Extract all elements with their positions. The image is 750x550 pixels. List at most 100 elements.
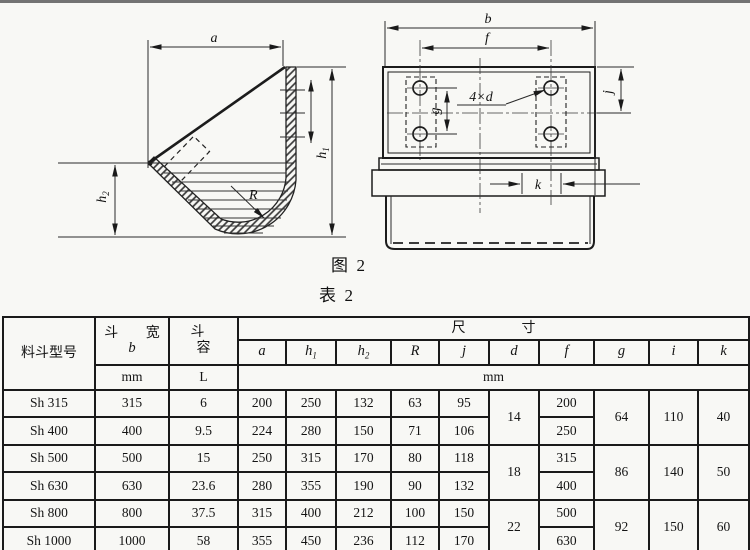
cell-i-merged: 150 — [648, 499, 699, 550]
col-header-k: k — [696, 339, 750, 366]
table-row: Sh 800 800 37.5 315 400 212 100 150 22 5… — [2, 499, 750, 550]
col-header-bucket-width: 斗 宽 b — [94, 316, 170, 366]
dim-label-k: k — [535, 178, 542, 193]
col-header-g: g — [593, 339, 650, 366]
cell-model: Sh 400 — [2, 416, 96, 446]
cell-a: 280 — [237, 471, 287, 501]
unit-capacity-L: L — [168, 364, 239, 391]
cell-capacity: 9.5 — [168, 416, 239, 446]
cell-g-merged: 64 — [593, 389, 650, 446]
cell-j: 106 — [438, 416, 490, 446]
scan-top-edge — [0, 0, 750, 3]
dashed-strip-right — [535, 76, 567, 148]
cell-a: 315 — [237, 499, 287, 528]
cell-h2: 170 — [335, 444, 392, 473]
cell-d-merged: 14 — [488, 389, 540, 446]
cell-j: 150 — [438, 499, 490, 528]
cell-model: Sh 1000 — [2, 526, 96, 550]
cell-capacity: 37.5 — [168, 499, 239, 528]
cell-b: 315 — [94, 389, 170, 418]
cell-a: 200 — [237, 389, 287, 418]
cell-model: Sh 630 — [2, 471, 96, 501]
dim-label-b: b — [485, 12, 492, 27]
col-header-f: f — [538, 339, 595, 366]
figure-caption: 图 2 — [331, 256, 365, 275]
cell-f: 630 — [538, 526, 595, 550]
cell-h1: 315 — [285, 444, 337, 473]
bolt-holes — [407, 80, 564, 142]
cell-h1: 450 — [285, 526, 337, 550]
cell-k-merged: 40 — [696, 389, 750, 446]
header-row-units: mm L mm — [3, 364, 750, 391]
cell-capacity: 58 — [168, 526, 239, 550]
cell-h1: 250 — [285, 389, 337, 418]
cell-b: 800 — [94, 499, 170, 528]
dim-label-R: R — [248, 188, 258, 203]
cell-R: 71 — [390, 416, 440, 446]
table-row: Sh 1000 1000 58 355 450 236 112 170 630 — [2, 526, 749, 550]
cell-h1: 400 — [285, 499, 337, 528]
cell-h2: 190 — [335, 471, 392, 501]
table-caption: 表 2 — [319, 286, 353, 305]
bucket-side-view: a h2 h1 R — [58, 31, 346, 238]
cell-j: 95 — [438, 389, 490, 418]
dim-label-j: j — [601, 90, 616, 96]
col-header-R: R — [390, 339, 440, 366]
dim-label-h1: h1 — [315, 147, 331, 159]
spec-table: 料斗型号 斗 宽 b 斗 容 尺寸 a h1 h2 R j d f g i k — [2, 316, 750, 550]
col-header-h2: h2 — [335, 339, 392, 366]
cell-i-merged: 110 — [648, 389, 699, 446]
cell-j: 132 — [438, 471, 490, 501]
cell-a: 355 — [237, 526, 287, 550]
cell-f: 400 — [538, 471, 595, 501]
cell-model: Sh 500 — [2, 444, 96, 473]
cell-capacity: 6 — [168, 389, 239, 418]
unit-width-mm: mm — [94, 364, 170, 391]
cell-b: 1000 — [94, 526, 170, 550]
col-header-i: i — [648, 339, 699, 366]
dim-label-h2: h2 — [95, 191, 111, 203]
cell-b: 500 — [94, 444, 170, 473]
cell-h2: 212 — [335, 499, 392, 528]
table-row: Sh 630 630 23.6 280 355 190 90 132 400 — [2, 471, 749, 501]
cell-b: 400 — [94, 416, 170, 446]
bucket-back-view: b f j g 4×d k — [371, 12, 640, 250]
col-header-capacity: 斗 容 — [168, 316, 239, 366]
figure-2-drawing: a h2 h1 R — [58, 12, 640, 250]
cell-h1: 280 — [285, 416, 337, 446]
cell-capacity: 15 — [168, 444, 239, 473]
cell-f: 500 — [538, 499, 595, 528]
dashed-strip-left — [405, 76, 437, 148]
col-header-a: a — [237, 339, 287, 366]
cell-model: Sh 800 — [2, 499, 96, 528]
header-row-2: a h1 h2 R j d f g i k — [3, 339, 750, 366]
cell-capacity: 23.6 — [168, 471, 239, 501]
bucket-mouth-edge — [149, 65, 286, 164]
cell-j: 118 — [438, 444, 490, 473]
cell-R: 63 — [390, 389, 440, 418]
back-wall-hole-ticks — [280, 79, 314, 144]
cell-h2: 150 — [335, 416, 392, 446]
col-header-h1: h1 — [285, 339, 337, 366]
lip-band-lower — [371, 169, 606, 197]
dim-label-f: f — [485, 31, 491, 46]
cell-a: 250 — [237, 444, 287, 473]
cell-h2: 236 — [335, 526, 392, 550]
header-row-1: 料斗型号 斗 宽 b 斗 容 尺寸 — [2, 316, 750, 391]
table-row: Sh 400 400 9.5 224 280 150 71 106 250 — [2, 416, 749, 446]
cell-d-merged: 22 — [488, 499, 540, 550]
back-plate — [382, 66, 596, 159]
col-header-d: d — [488, 339, 540, 366]
material-fill-lines — [164, 172, 288, 234]
dim-label-a: a — [211, 31, 218, 46]
cell-k-merged: 60 — [696, 499, 750, 550]
cell-R: 100 — [390, 499, 440, 528]
col-header-dimensions: 尺寸 — [236, 316, 750, 341]
dim-label-g: g — [428, 108, 443, 115]
table-row: Sh 315 315 6 200 250 132 63 95 14 200 64… — [2, 389, 750, 446]
cell-h2: 132 — [335, 389, 392, 418]
cell-f: 315 — [538, 444, 595, 473]
cell-i-merged: 140 — [648, 444, 699, 501]
cell-a: 224 — [237, 416, 287, 446]
